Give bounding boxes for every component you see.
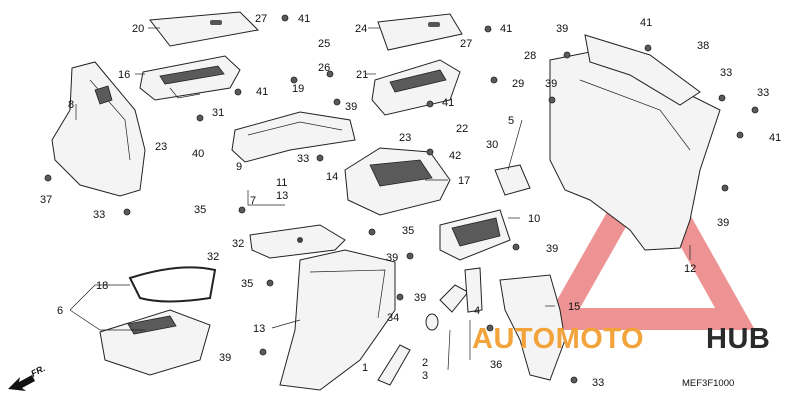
callout-28: 28 — [524, 50, 536, 62]
callout-15: 15 — [568, 301, 580, 313]
callout-5: 5 — [508, 115, 514, 127]
watermark-logo: AUTOMOTO HUB — [472, 323, 770, 355]
part-18-seal — [128, 266, 217, 303]
arrow-left-icon — [8, 375, 35, 391]
callout-32: 32 — [207, 251, 219, 263]
callout-33: 33 — [93, 209, 105, 221]
callout-25: 25 — [318, 38, 330, 50]
leader-lines — [69, 27, 691, 331]
callout-3: 3 — [422, 370, 428, 382]
part-13-body — [279, 249, 396, 391]
part-4-pipe — [464, 267, 483, 360]
callout-37: 37 — [40, 194, 52, 206]
callout-35: 35 — [194, 204, 206, 216]
callout-41: 41 — [640, 17, 652, 29]
callout-26: 26 — [318, 62, 330, 74]
callout-33: 33 — [757, 87, 769, 99]
callout-42: 42 — [449, 150, 461, 162]
callout-33: 33 — [297, 153, 309, 165]
callout-30: 30 — [486, 139, 498, 151]
watermark-triangle — [540, 140, 755, 330]
callout-10: 10 — [528, 213, 540, 225]
callout-39: 39 — [345, 101, 357, 113]
callout-11: 11 — [276, 177, 287, 189]
callout-23: 23 — [399, 132, 411, 144]
callout-39: 39 — [219, 352, 231, 364]
part-20-lid — [149, 11, 260, 47]
part-24-lid — [377, 13, 463, 51]
callout-39: 39 — [556, 23, 568, 35]
callout-22: 22 — [456, 123, 468, 135]
callout-35: 35 — [402, 225, 414, 237]
callout-2: 2 — [422, 357, 428, 369]
callout-33: 33 — [720, 67, 732, 79]
callout-31: 31 — [212, 107, 224, 119]
part-15-duct — [499, 274, 566, 381]
callout-9: 9 — [236, 161, 242, 173]
callout-13: 13 — [276, 190, 288, 202]
callout-13: 13 — [253, 323, 265, 335]
callout-20: 20 — [132, 23, 144, 35]
callout-16: 16 — [118, 69, 130, 81]
callout-8: 8 — [68, 99, 74, 111]
part-17-housing — [344, 147, 451, 216]
callout-labels: 20 27 41 24 41 39 41 25 27 28 38 16 26 2… — [40, 13, 781, 389]
callout-19: 19 — [292, 83, 304, 95]
part-5-key — [494, 164, 531, 196]
callout-18: 18 — [96, 280, 108, 292]
callout-23: 23 — [155, 141, 167, 153]
callout-14: 14 — [326, 171, 338, 183]
callout-41: 41 — [769, 132, 781, 144]
callout-34: 34 — [387, 312, 399, 324]
callout-41: 41 — [256, 86, 268, 98]
callout-12: 12 — [684, 263, 696, 275]
callout-1: 1 — [362, 362, 368, 374]
callout-39: 39 — [546, 243, 558, 255]
part-16-tray — [139, 55, 241, 101]
part-8-panel — [51, 61, 146, 197]
callout-29: 29 — [512, 78, 524, 90]
callout-7: 7 — [250, 195, 256, 207]
part-6-case — [99, 309, 211, 376]
part-12-fender — [549, 34, 721, 251]
callout-39: 39 — [717, 217, 729, 229]
callout-32: 32 — [232, 238, 244, 250]
part-21-tray — [371, 59, 461, 116]
callout-35: 35 — [241, 278, 253, 290]
watermark-text-left: AUTOMOTO — [472, 323, 644, 355]
part-7-frame — [231, 111, 356, 163]
fasteners — [44, 14, 759, 384]
callout-27: 27 — [255, 13, 267, 25]
callout-4: 4 — [474, 305, 480, 317]
direction-label: FR. — [29, 363, 46, 379]
callout-39: 39 — [414, 292, 426, 304]
callout-40: 40 — [192, 148, 204, 160]
watermark-text-right: HUB — [706, 323, 770, 355]
callout-36: 36 — [490, 359, 502, 371]
part-10-box — [439, 209, 511, 261]
part-1-hose — [377, 344, 411, 386]
callout-24: 24 — [355, 23, 367, 35]
callout-27: 27 — [460, 38, 472, 50]
callout-21: 21 — [356, 69, 368, 81]
callout-41: 41 — [500, 23, 512, 35]
callout-38: 38 — [697, 40, 709, 52]
diagram-code: MEF3F1000 — [682, 378, 734, 389]
part-2-pipe — [439, 284, 469, 371]
callout-17: 17 — [458, 175, 470, 187]
part-32-strip — [249, 224, 346, 259]
callout-39: 39 — [545, 78, 557, 90]
callout-6: 6 — [57, 305, 63, 317]
callout-41: 41 — [442, 97, 454, 109]
callout-41: 41 — [298, 13, 310, 25]
callout-33: 33 — [592, 377, 604, 389]
callout-39: 39 — [386, 252, 398, 264]
part-34-ring — [425, 313, 439, 331]
front-direction-indicator: FR. — [8, 363, 47, 391]
